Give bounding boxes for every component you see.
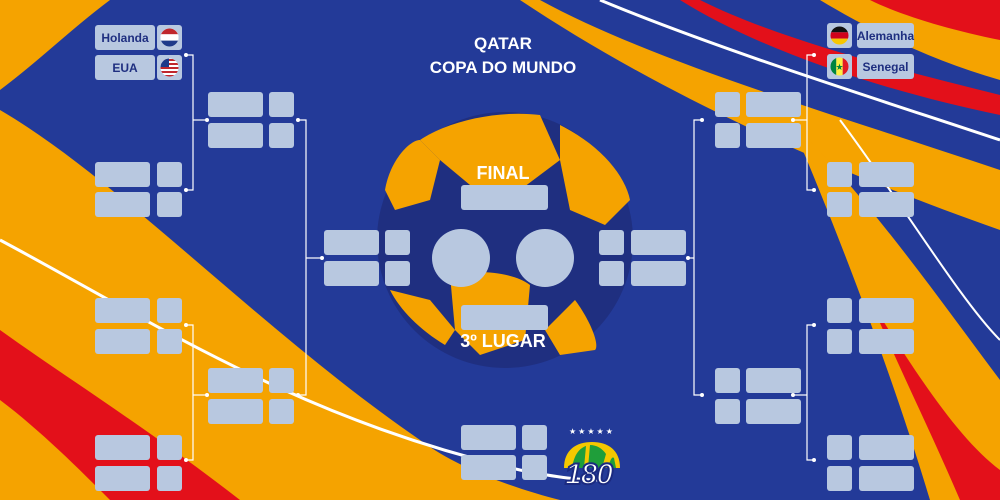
qf-score-l1a[interactable]	[269, 92, 294, 117]
qf-slot-l1a[interactable]	[208, 92, 263, 117]
flag-slot-holanda	[157, 25, 182, 50]
header-copa-do-mundo: COPA DO MUNDO	[429, 58, 577, 77]
r16-slot-l3a[interactable]	[95, 298, 150, 323]
r16-score-r4b[interactable]	[827, 466, 852, 491]
usa-flag-icon	[160, 58, 179, 77]
senegal-flag-icon	[830, 57, 849, 76]
r16-slot-l2a[interactable]	[95, 162, 150, 187]
team-label-holanda[interactable]: Holanda	[95, 25, 155, 50]
qf-slot-l2b[interactable]	[208, 399, 263, 424]
header-qatar: QATAR	[474, 34, 532, 53]
third-place-label: 3º LUGAR	[460, 331, 546, 351]
qf-score-l2b[interactable]	[269, 399, 294, 424]
r16-slot-r3b[interactable]	[859, 329, 914, 354]
third-place-slot-a[interactable]	[461, 425, 516, 450]
r16-score-r4a[interactable]	[827, 435, 852, 460]
r16-score-l3a[interactable]	[157, 298, 182, 323]
r16-score-l4a[interactable]	[157, 435, 182, 460]
team-label-eua[interactable]: EUA	[95, 55, 155, 80]
r16-slot-l4b[interactable]	[95, 466, 150, 491]
qf-score-r2a[interactable]	[715, 368, 740, 393]
r16-slot-l3b[interactable]	[95, 329, 150, 354]
netherlands-flag-icon	[160, 28, 179, 47]
r16-score-l2b[interactable]	[157, 192, 182, 217]
r16-slot-r2a[interactable]	[859, 162, 914, 187]
qf-score-l2a[interactable]	[269, 368, 294, 393]
qf-slot-r2b[interactable]	[746, 399, 801, 424]
r16-slot-r4b[interactable]	[859, 466, 914, 491]
team-label-alemanha[interactable]: Alemanha	[857, 23, 914, 48]
qf-slot-r1a[interactable]	[746, 92, 801, 117]
logo-text-180: 180	[564, 457, 614, 492]
r16-score-r3b[interactable]	[827, 329, 852, 354]
final-label: FINAL	[476, 163, 530, 183]
team-label-senegal[interactable]: Senegal	[857, 54, 914, 79]
r16-score-l4b[interactable]	[157, 466, 182, 491]
brand-logo: ★★★★★ 180	[562, 428, 622, 492]
flag-slot-eua	[157, 55, 182, 80]
qf-slot-l2a[interactable]	[208, 368, 263, 393]
r16-score-l3b[interactable]	[157, 329, 182, 354]
sf-score-lb[interactable]	[385, 261, 410, 286]
sf-score-rb[interactable]	[599, 261, 624, 286]
logo-emblem-icon	[564, 442, 620, 468]
r16-score-r2a[interactable]	[827, 162, 852, 187]
flag-slot-senegal	[827, 54, 852, 79]
qf-slot-l1b[interactable]	[208, 123, 263, 148]
final-team-left-circle[interactable]	[432, 229, 490, 287]
sf-slot-rb[interactable]	[631, 261, 686, 286]
final-team-right-circle[interactable]	[516, 229, 574, 287]
germany-flag-icon	[830, 26, 849, 45]
final-winner-slot[interactable]	[461, 185, 548, 210]
r16-slot-r3a[interactable]	[859, 298, 914, 323]
sf-score-la[interactable]	[385, 230, 410, 255]
third-place-score-a[interactable]	[522, 425, 547, 450]
third-place-score-b[interactable]	[522, 455, 547, 480]
r16-score-r2b[interactable]	[827, 192, 852, 217]
sf-score-ra[interactable]	[599, 230, 624, 255]
qf-score-r2b[interactable]	[715, 399, 740, 424]
r16-slot-l4a[interactable]	[95, 435, 150, 460]
qf-slot-r1b[interactable]	[746, 123, 801, 148]
r16-score-l2a[interactable]	[157, 162, 182, 187]
r16-score-r3a[interactable]	[827, 298, 852, 323]
sf-slot-la[interactable]	[324, 230, 379, 255]
qf-score-r1a[interactable]	[715, 92, 740, 117]
r16-slot-r2b[interactable]	[859, 192, 914, 217]
qf-slot-r2a[interactable]	[746, 368, 801, 393]
r16-slot-l2b[interactable]	[95, 192, 150, 217]
r16-slot-r4a[interactable]	[859, 435, 914, 460]
third-place-slot-b[interactable]	[461, 455, 516, 480]
sf-slot-ra[interactable]	[631, 230, 686, 255]
qf-score-l1b[interactable]	[269, 123, 294, 148]
third-place-winner-slot[interactable]	[461, 305, 548, 330]
flag-slot-alemanha	[827, 23, 852, 48]
qf-score-r1b[interactable]	[715, 123, 740, 148]
logo-stars: ★★★★★	[569, 427, 615, 436]
sf-slot-lb[interactable]	[324, 261, 379, 286]
